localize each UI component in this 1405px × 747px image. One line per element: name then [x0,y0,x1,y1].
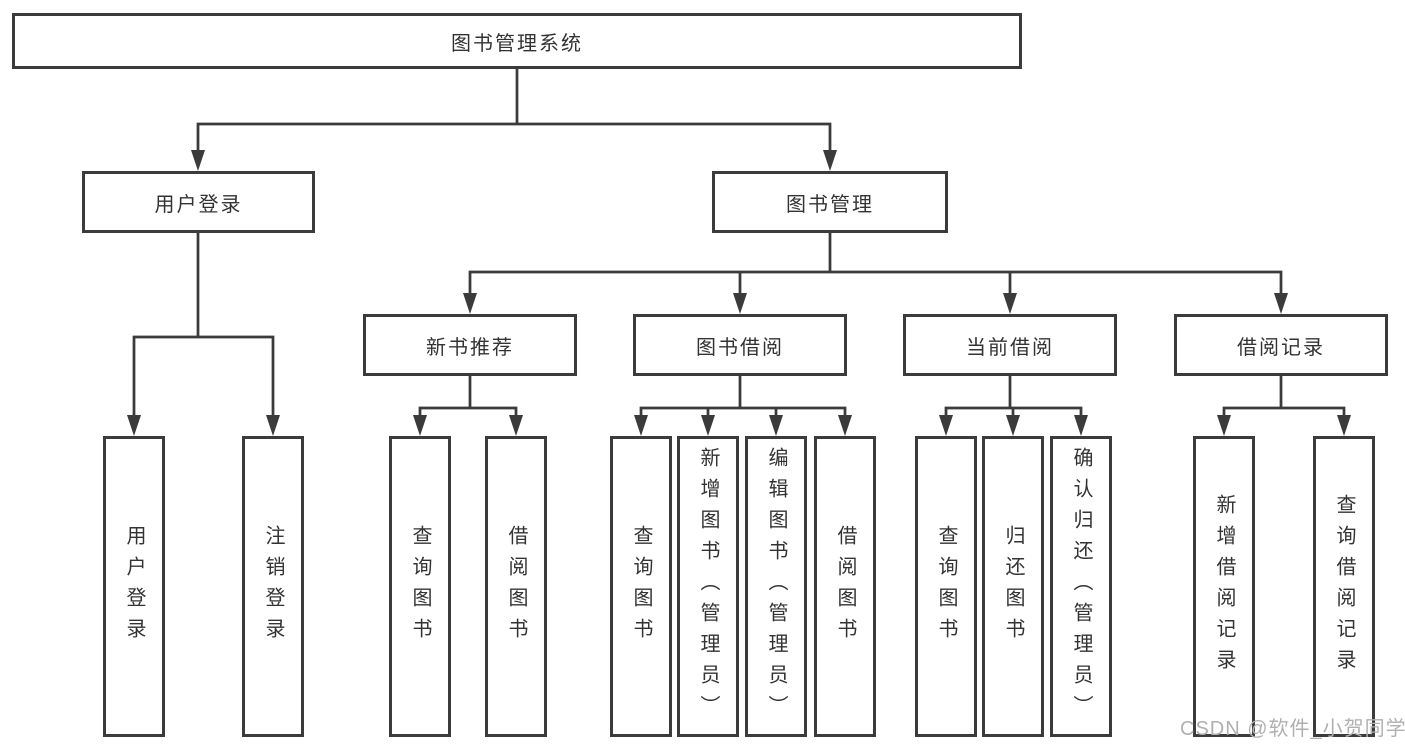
node-label: 归还图书 [1002,524,1024,649]
node-label: 查询图书 [409,524,431,649]
node-label: 图书借阅 [696,336,784,359]
node-label: 当前借阅 [966,336,1054,359]
node-current-borrowing: 当前借阅 [903,314,1117,376]
node-label: 确认归还（管理员） [1070,447,1092,726]
leaf-nbr-borrow-books: 借阅图书 [485,436,547,737]
node-book-management: 图书管理 [712,171,948,233]
leaf-nbr-query-books: 查询图书 [389,436,451,737]
node-label: 图书管理 [786,193,874,216]
leaf-bb-add-books-admin: 新增图书（管理员） [677,436,739,737]
node-label: 新书推荐 [426,336,514,359]
node-book-borrowing: 图书借阅 [633,314,847,376]
node-label: 注销登录 [262,524,284,649]
connector-book-borrow-children [634,376,852,436]
leaf-user-login: 用户登录 [103,436,165,737]
node-label: 新增借阅记录 [1213,493,1235,680]
connector-root-to-level2 [191,69,837,171]
node-label: 借阅图书 [834,524,856,649]
connector-user-login-children [127,233,280,436]
node-new-book-recommend: 新书推荐 [363,314,577,376]
leaf-br-query-record: 查询借阅记录 [1313,436,1375,737]
leaf-bb-edit-books-admin: 编辑图书（管理员） [745,436,807,737]
node-label: 新增图书（管理员） [697,447,719,726]
node-library-system: 图书管理系统 [12,13,1022,69]
connector-book-mgmt-children [463,233,1288,314]
node-label: 查询图书 [935,524,957,649]
connector-current-borrow-children [939,376,1088,436]
node-label: 图书管理系统 [451,32,583,55]
node-label: 用户登录 [154,193,243,216]
node-label: 用户登录 [123,524,145,649]
node-label: 查询图书 [630,524,652,649]
node-label: 查询借阅记录 [1333,493,1355,680]
csdn-watermark: CSDN @软件_小贺同学 [1180,718,1405,740]
leaf-br-add-record: 新增借阅记录 [1193,436,1255,737]
node-label: 编辑图书（管理员） [765,447,787,726]
leaf-bb-query-books: 查询图书 [610,436,672,737]
leaf-bb-borrow-books: 借阅图书 [814,436,876,737]
node-label: 借阅记录 [1237,336,1325,359]
leaf-logout: 注销登录 [242,436,304,737]
connector-new-book-rec-children [413,376,523,436]
node-label: 借阅图书 [505,524,527,649]
node-borrow-records: 借阅记录 [1174,314,1388,376]
leaf-cb-confirm-return-admin: 确认归还（管理员） [1050,436,1112,737]
leaf-cb-return-books: 归还图书 [982,436,1044,737]
leaf-cb-query-books: 查询图书 [915,436,977,737]
node-user-login: 用户登录 [82,171,315,233]
connector-borrow-record-children [1217,376,1351,436]
